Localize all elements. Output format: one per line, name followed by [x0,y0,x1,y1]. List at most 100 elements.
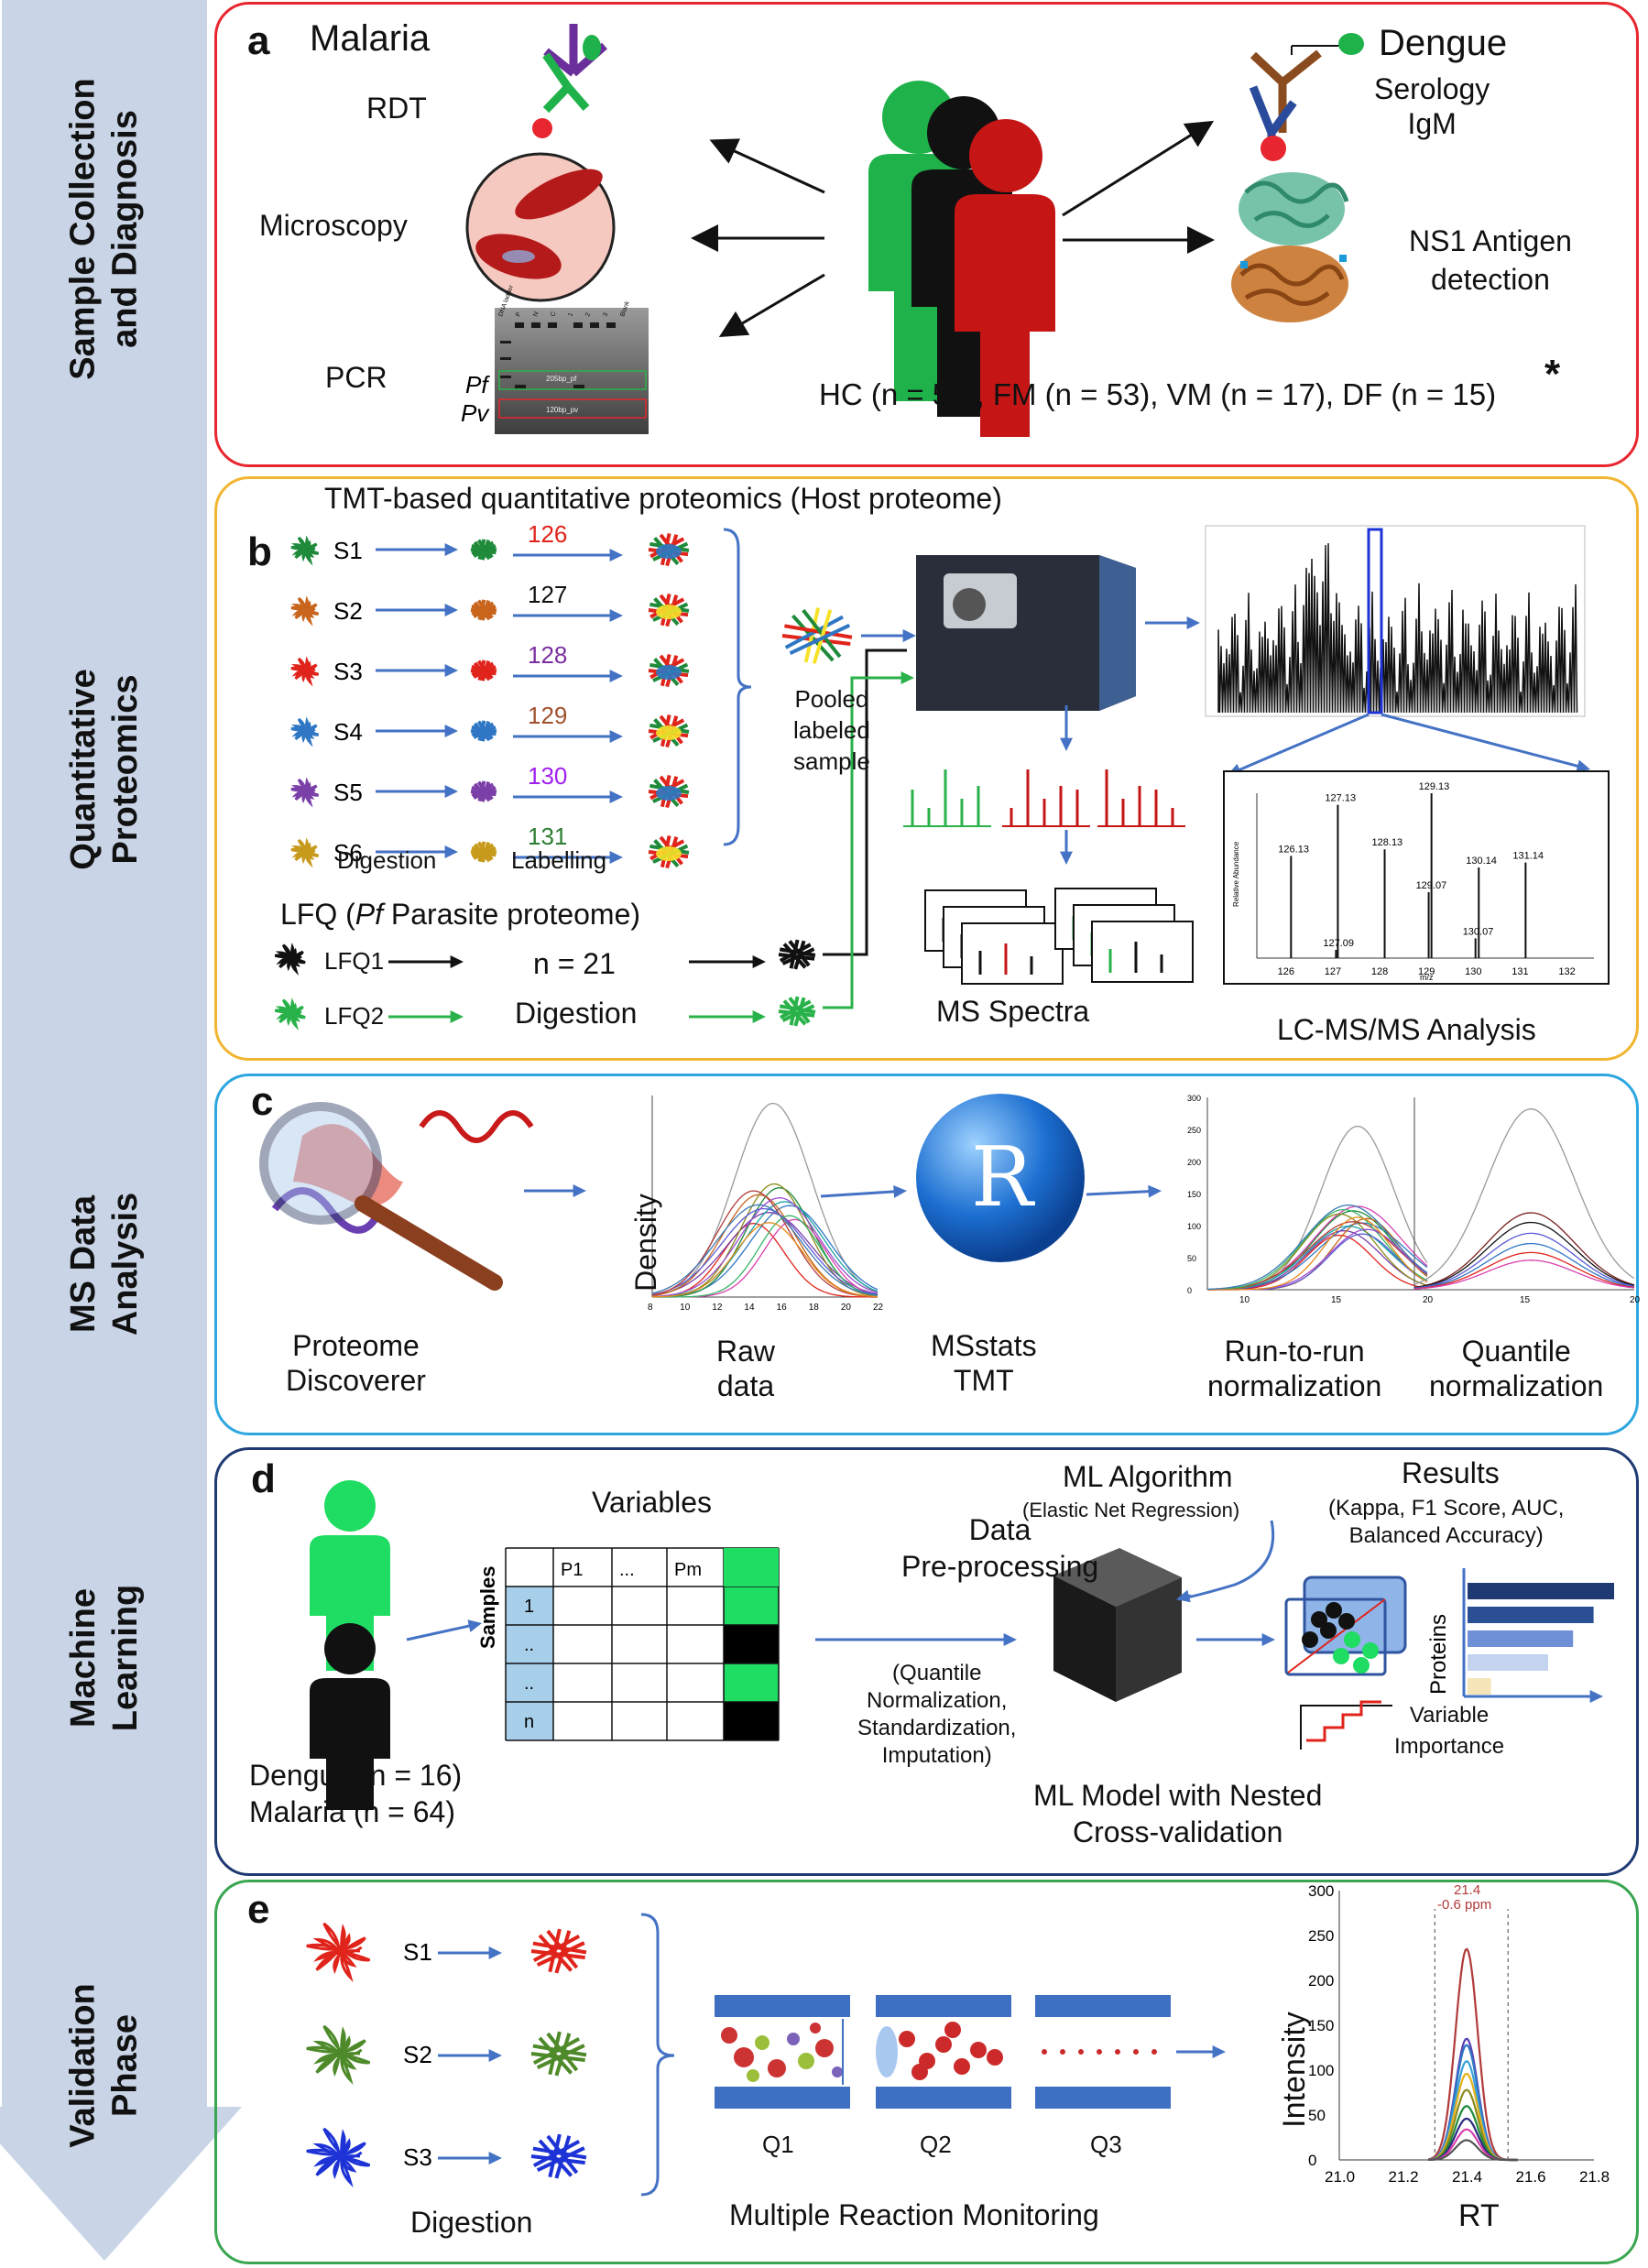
lfq2-protein-icon [274,998,306,1030]
labelling-arrow-head [609,791,623,803]
proteome-discoverer-label: Proteome Discoverer [286,1329,426,1397]
results-detail: (Kappa, F1 Score, AUC, Balanced Accuracy… [1328,1496,1565,1548]
rt-axis-label: RT [1458,2198,1500,2233]
ml-model-label: ML Model with Nested Cross-validation [1033,1779,1323,1848]
ion [815,2039,834,2057]
ms-spectrum-card [961,922,1064,985]
lfq-title: LFQ (Pf Parasite proteome) [280,898,641,931]
density-curve [1413,1221,1635,1289]
rod-top [1035,1995,1171,2017]
gel-band-pf-label: 205bp_pf [546,375,577,383]
ms1-spectrum-mini [903,769,991,827]
density-curve [1207,1216,1428,1291]
tmt-tag-label: 127 [528,581,567,608]
validation-sample-label: S2 [403,2041,432,2068]
peptide-strand [781,947,815,965]
peptide-strand [789,623,851,655]
rod-top [876,1995,1011,2017]
ion [755,2035,769,2050]
importance-bar [1468,1678,1491,1695]
q3-quadrupole [1035,1995,1171,2109]
to-chromatogram-arrow-head [1186,616,1200,629]
quantile-normalization-label: Quantile normalization [1429,1335,1604,1402]
malaria-point [1326,1602,1342,1619]
protein-ribbon [293,1124,403,1206]
sample-label: S2 [333,597,363,625]
lfq1-route [823,649,907,956]
protein-ribbon [271,1187,379,1234]
peak-rt-label: 21.4 [1454,1882,1480,1898]
chromatogram-trace [1217,543,1578,714]
peptide-strand [473,544,497,558]
selected-scan-box [1367,528,1383,714]
ml-model-cube-icon [1053,1548,1182,1702]
x-tick-label: 15 [1331,1295,1342,1305]
x-tick-label: 21.0 [1325,2168,1355,2186]
spectrum-peak-label: 126.13 [1278,844,1309,855]
variable-importance-label: Variable Importance [1394,1703,1505,1759]
cohort-summary: HC (n = 58), FM (n = 53), VM (n = 17), D… [819,377,1497,411]
variables-label: Variables [592,1486,713,1519]
density-curve [1413,1108,1635,1285]
validation-sample-protein-icon [306,2024,371,2086]
importance-bar [1468,1630,1574,1647]
rod-bottom [1035,2087,1171,2109]
tmt-tag-label: 130 [528,762,567,790]
malaria-point [1302,1631,1318,1648]
digested-peptides-icon [470,720,497,742]
lfq2-route [823,676,907,1009]
zoom-arrow-right [1381,713,1584,769]
to-r-arrow [820,1190,900,1198]
ns1-antigen-label: NS1 Antigen detection [1409,224,1572,296]
tmt-tag-label: 129 [528,702,567,729]
lfq1-protein-icon [274,943,306,976]
class-header-bg [724,1548,779,1587]
sample-id-cell [506,1625,553,1663]
to-r-arrow-head [893,1184,907,1198]
sample-protein-icon [290,595,320,627]
preprocessing-detail: (Quantile Normalization, Standardization… [857,1661,1017,1768]
sample-id-label: n [524,1712,534,1732]
microscopy-label: Microscopy [259,209,408,242]
tmt-label-dot [656,786,682,801]
density-curve [651,1190,879,1298]
x-tick-label: 10 [680,1303,691,1313]
sample-label: S1 [333,537,363,564]
spectrum-xtick: 126 [1278,966,1294,977]
class-region-front [1284,1597,1387,1676]
ms-spectra-label: MS Spectra [936,995,1090,1028]
class-cell [724,1663,779,1702]
selected-fragment [1097,2049,1102,2055]
ml-algorithm-label: ML Algorithm [1063,1460,1233,1493]
digested-peptides-icon [470,780,497,802]
density-curve [1413,1232,1635,1289]
digested-peptides-icon [470,841,497,863]
gel-lane-label: P [515,311,522,318]
panel-letter-e: e [247,1887,270,1932]
pooled-sample-icon [781,607,853,664]
validation-digestion-arrow-head [488,1946,502,1959]
validation-sample-protein-icon [306,1922,371,1983]
magnifier-lens [259,1102,382,1225]
fragment-ion [944,2022,961,2038]
cohort-asterisk: * [1544,352,1561,397]
magnifier-protein-icon [259,1102,534,1291]
sample-protein-icon [290,777,320,808]
data-table: P1...PmClass1....nClass [505,1547,780,1741]
spectrum-peak-label: 127.13 [1325,793,1356,804]
to-model-arrow-head [1003,1633,1017,1646]
tmt-label-dot [656,544,682,559]
lfq2-arrow-head [450,1010,464,1023]
tmt-label-dot [656,846,682,861]
y-tick-label: 50 [1308,2107,1326,2124]
class-cell [724,1625,779,1663]
q1-quadrupole [715,1995,850,2109]
density-curve [1206,1204,1428,1291]
x-tick-label: 21.2 [1389,2168,1419,2186]
mrm-label: Multiple Reaction Monitoring [729,2198,1099,2231]
density-curve [1413,1242,1635,1290]
gel-lane-label: N [532,311,540,318]
